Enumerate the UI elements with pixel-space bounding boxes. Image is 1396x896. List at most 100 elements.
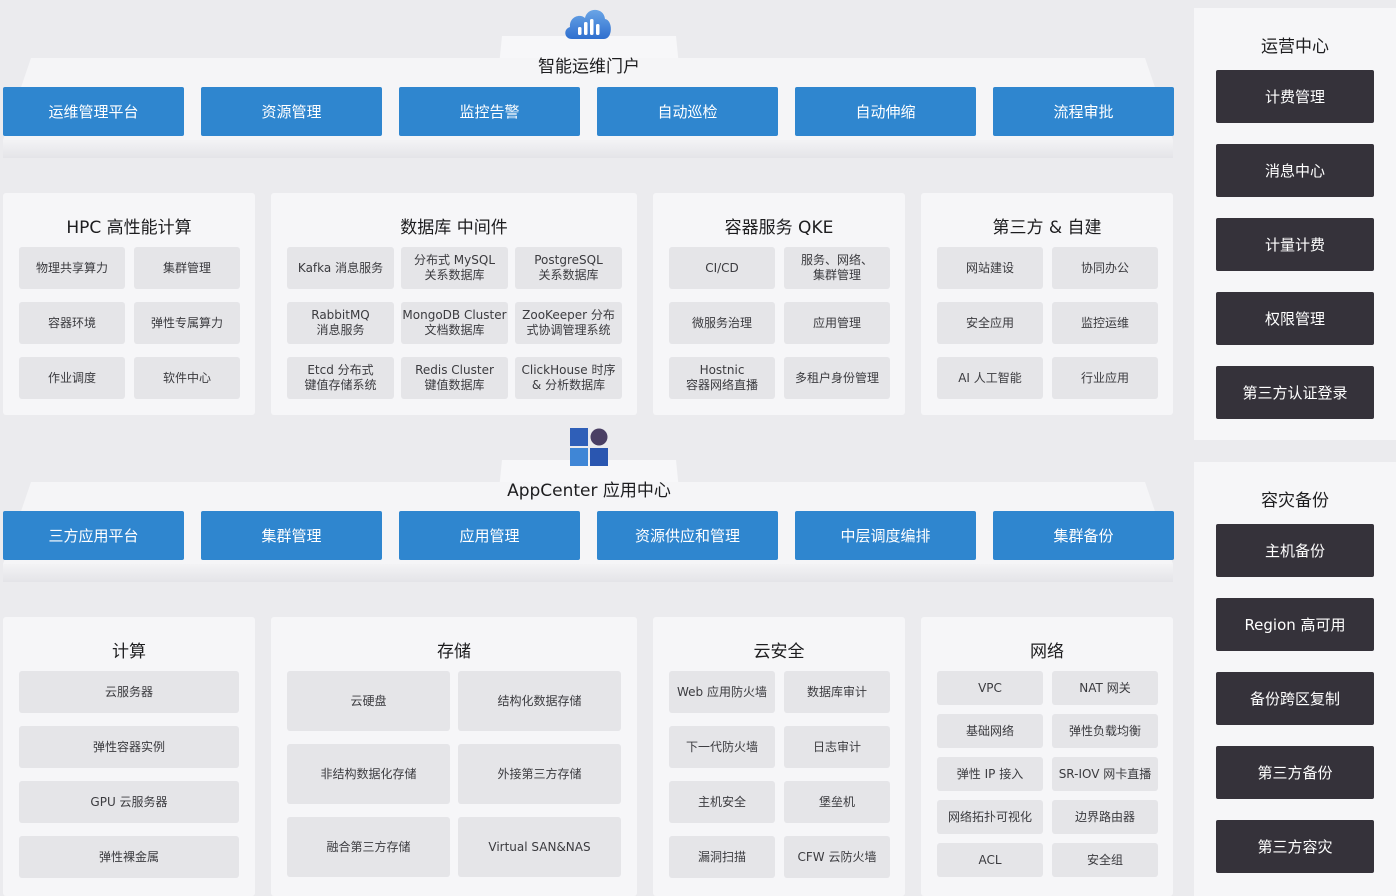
service-tile-label: ClickHouse 时序: [521, 363, 616, 377]
service-tile-label: MongoDB Cluster: [402, 308, 507, 322]
service-tile[interactable]: 行业应用: [1052, 357, 1158, 399]
service-tile[interactable]: 服务、网络、集群管理: [784, 247, 890, 289]
service-tile[interactable]: ACL: [937, 843, 1043, 877]
service-tile-label: PostgreSQL: [534, 253, 603, 267]
upper-panel-1: HPC 高性能计算物理共享算力集群管理容器环境弹性专属算力作业调度软件中心: [3, 193, 255, 415]
service-tile[interactable]: 非结构数据化存储: [287, 744, 450, 804]
top_layer-button-1[interactable]: 运维管理平台: [3, 87, 184, 136]
service-tile[interactable]: 下一代防火墙: [669, 726, 775, 768]
ops-center-button-4[interactable]: 权限管理: [1216, 292, 1374, 345]
service-tile-label: 容器环境: [47, 315, 96, 330]
service-tile[interactable]: 多租户身份管理: [784, 357, 890, 399]
service-tile-label: 容器网络直播: [685, 378, 758, 392]
service-tile[interactable]: 云服务器: [19, 671, 239, 713]
service-tile[interactable]: ZooKeeper 分布式协调管理系统: [515, 302, 622, 344]
top_layer-layer: 智能运维门户运维管理平台资源管理监控告警自动巡检自动伸缩流程审批: [3, 0, 1174, 158]
ops-center-button-3[interactable]: 计量计费: [1216, 218, 1374, 271]
middle_layer-button-6[interactable]: 集群备份: [993, 511, 1174, 560]
service-tile[interactable]: SR-IOV 网卡直播: [1052, 757, 1158, 791]
service-tile[interactable]: 网络拓扑可视化: [937, 800, 1043, 834]
dr-backup-button-5[interactable]: 第三方容灾: [1216, 820, 1374, 873]
service-tile-label: 弹性负载均衡: [1068, 723, 1141, 738]
service-tile[interactable]: 集群管理: [134, 247, 240, 289]
service-tile[interactable]: Kafka 消息服务: [287, 247, 394, 289]
service-tile[interactable]: 弹性专属算力: [134, 302, 240, 344]
ops-center-button-1[interactable]: 计费管理: [1216, 70, 1374, 123]
top_layer-button-6[interactable]: 流程审批: [993, 87, 1174, 136]
service-tile[interactable]: 主机安全: [669, 781, 775, 823]
ops-center-button-2[interactable]: 消息中心: [1216, 144, 1374, 197]
service-tile[interactable]: 弹性负载均衡: [1052, 714, 1158, 748]
service-tile[interactable]: AI 人工智能: [937, 357, 1043, 399]
service-tile-label: CI/CD: [705, 260, 739, 275]
service-tile[interactable]: Etcd 分布式键值存储系统: [287, 357, 394, 399]
top_layer-button-4[interactable]: 自动巡检: [597, 87, 778, 136]
service-tile[interactable]: 数据库审计: [784, 671, 890, 713]
service-tile[interactable]: 弹性容器实例: [19, 726, 239, 768]
middle_layer-button-2[interactable]: 集群管理: [201, 511, 382, 560]
top_layer-platform-base: [3, 140, 1173, 158]
dr-backup-button-3[interactable]: 备份跨区复制: [1216, 672, 1374, 725]
service-tile[interactable]: CI/CD: [669, 247, 775, 289]
service-tile[interactable]: 云硬盘: [287, 671, 450, 731]
service-tile-label: 监控运维: [1080, 315, 1129, 330]
dr-backup-button-2[interactable]: Region 高可用: [1216, 598, 1374, 651]
service-tile[interactable]: 结构化数据存储: [458, 671, 621, 731]
service-tile[interactable]: GPU 云服务器: [19, 781, 239, 823]
service-tile[interactable]: 安全组: [1052, 843, 1158, 877]
ops-center-button-5[interactable]: 第三方认证登录: [1216, 366, 1374, 419]
service-tile[interactable]: 外接第三方存储: [458, 744, 621, 804]
service-tile[interactable]: Virtual SAN&NAS: [458, 817, 621, 877]
service-tile-label: 集群管理: [812, 268, 861, 282]
middle_layer-button-4[interactable]: 资源供应和管理: [597, 511, 778, 560]
middle_layer-title: AppCenter 应用中心: [507, 481, 671, 501]
service-tile[interactable]: 弹性 IP 接入: [937, 757, 1043, 791]
middle_layer-button-3[interactable]: 应用管理: [399, 511, 580, 560]
top_layer-button-3[interactable]: 监控告警: [399, 87, 580, 136]
service-tile[interactable]: VPC: [937, 671, 1043, 705]
service-tile[interactable]: ClickHouse 时序& 分析数据库: [515, 357, 622, 399]
service-tile[interactable]: 弹性裸金属: [19, 836, 239, 878]
service-tile[interactable]: 监控运维: [1052, 302, 1158, 344]
dr-backup-button-4[interactable]: 第三方备份: [1216, 746, 1374, 799]
service-tile[interactable]: 微服务治理: [669, 302, 775, 344]
dr-backup-button-1[interactable]: 主机备份: [1216, 524, 1374, 577]
service-tile[interactable]: 融合第三方存储: [287, 817, 450, 877]
service-tile-label: 安全组: [1086, 852, 1123, 867]
service-tile[interactable]: 容器环境: [19, 302, 125, 344]
middle_layer-button-1[interactable]: 三方应用平台: [3, 511, 184, 560]
service-tile-label: 安全应用: [965, 315, 1014, 330]
top_layer-button-2[interactable]: 资源管理: [201, 87, 382, 136]
service-tile[interactable]: 漏洞扫描: [669, 836, 775, 878]
service-tile-label: 弹性 IP 接入: [956, 766, 1024, 781]
service-tile[interactable]: 协同办公: [1052, 247, 1158, 289]
service-tile-label: 融合第三方存储: [326, 839, 411, 854]
service-tile[interactable]: 边界路由器: [1052, 800, 1158, 834]
top_layer-button-5[interactable]: 自动伸缩: [795, 87, 976, 136]
service-tile[interactable]: Web 应用防火墙: [669, 671, 775, 713]
middle_layer-button-5[interactable]: 中层调度编排: [795, 511, 976, 560]
service-tile-label: 弹性容器实例: [92, 739, 165, 754]
service-tile[interactable]: 物理共享算力: [19, 247, 125, 289]
service-tile-label: 边界路由器: [1074, 809, 1135, 824]
service-tile[interactable]: 软件中心: [134, 357, 240, 399]
service-tile-label: CFW 云防火墙: [797, 849, 877, 864]
service-tile[interactable]: 作业调度: [19, 357, 125, 399]
service-tile-label: 作业调度: [47, 370, 96, 385]
service-tile[interactable]: 应用管理: [784, 302, 890, 344]
service-tile[interactable]: CFW 云防火墙: [784, 836, 890, 878]
service-tile[interactable]: 网站建设: [937, 247, 1043, 289]
service-tile[interactable]: 基础网络: [937, 714, 1043, 748]
service-tile[interactable]: NAT 网关: [1052, 671, 1158, 705]
service-tile-label: 键值存储系统: [304, 378, 377, 392]
service-tile[interactable]: 日志审计: [784, 726, 890, 768]
service-tile[interactable]: 堡垒机: [784, 781, 890, 823]
service-tile-label: SR-IOV 网卡直播: [1058, 766, 1152, 781]
service-tile[interactable]: 安全应用: [937, 302, 1043, 344]
